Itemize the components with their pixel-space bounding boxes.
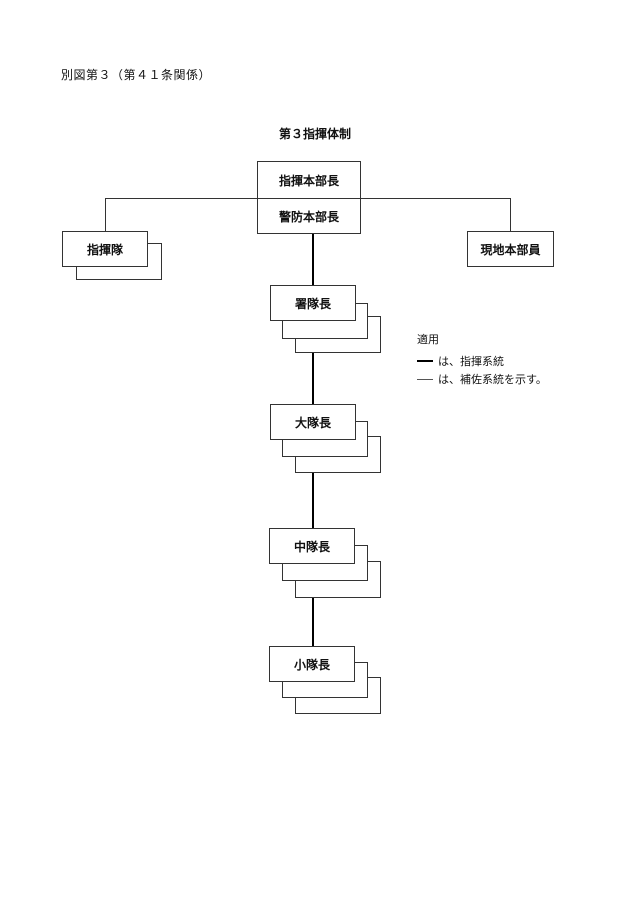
command-unit-box: 指揮隊 <box>62 231 148 267</box>
support-line-to-command-unit <box>105 198 106 232</box>
company-chief-box: 中隊長 <box>269 528 355 564</box>
station-chief-label: 署隊長 <box>294 296 331 311</box>
page-caption: 別図第３（第４１条関係） <box>61 68 212 82</box>
hq-bottom-label: 警防本部長 <box>278 210 339 224</box>
command-line-company-to-squad <box>312 598 314 646</box>
hq-top-cell: 指揮本部長 <box>258 162 360 198</box>
hq-divider <box>258 198 360 199</box>
headquarters-box: 指揮本部長 警防本部長 <box>257 161 361 234</box>
squad-chief-label: 小隊長 <box>293 657 330 672</box>
diagram-title: 第３指揮体制 <box>278 127 351 141</box>
command-line-station-to-battalion <box>312 353 314 404</box>
support-line-swatch <box>417 378 433 380</box>
command-unit-label: 指揮隊 <box>86 242 123 257</box>
legend-title: 適用 <box>417 333 439 346</box>
support-line-to-field-hq <box>510 198 511 232</box>
battalion-chief-label: 大隊長 <box>294 415 331 430</box>
legend-row-command: は、指揮系統 <box>417 352 547 370</box>
company-chief-label: 中隊長 <box>293 539 330 554</box>
command-line-swatch <box>417 360 433 362</box>
legend: 適用 は、指揮系統 は、補佐系統を示す。 <box>417 331 547 388</box>
command-line-battalion-to-company <box>312 473 314 528</box>
battalion-chief-box: 大隊長 <box>270 404 356 440</box>
hq-top-label: 指揮本部長 <box>278 173 339 188</box>
station-chief-box: 署隊長 <box>270 285 356 321</box>
hq-bottom-cell: 警防本部長 <box>258 199 360 234</box>
command-line-hq-to-station <box>312 234 314 285</box>
field-hq-member-box: 現地本部員 <box>467 231 554 267</box>
legend-row-support: は、補佐系統を示す。 <box>417 370 547 388</box>
legend-command-label: は、指揮系統 <box>438 355 504 368</box>
field-hq-member-label: 現地本部員 <box>480 242 541 257</box>
legend-support-label: は、補佐系統を示す。 <box>438 373 547 386</box>
squad-chief-box: 小隊長 <box>269 646 355 682</box>
